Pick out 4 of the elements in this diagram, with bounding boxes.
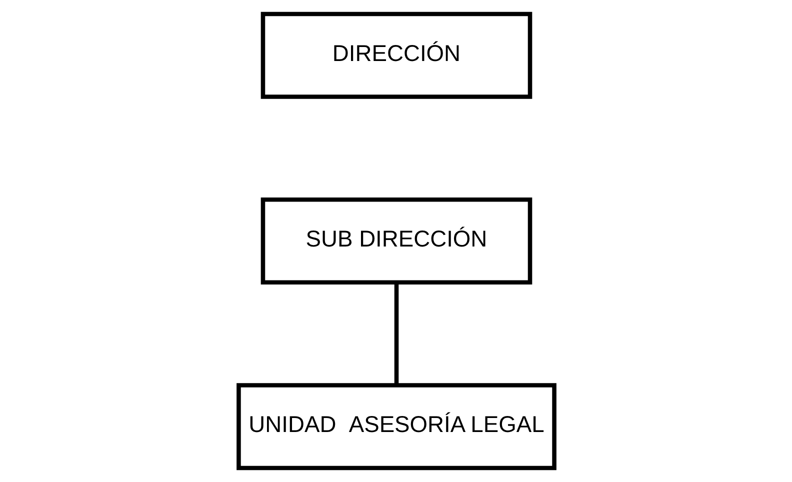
connector — [394, 282, 398, 386]
node-box: DIRECCIÓN — [260, 12, 532, 99]
node-box: SUB DIRECCIÓN — [260, 197, 532, 285]
node-box: UNIDAD ASESORÍA LEGAL — [236, 383, 556, 470]
